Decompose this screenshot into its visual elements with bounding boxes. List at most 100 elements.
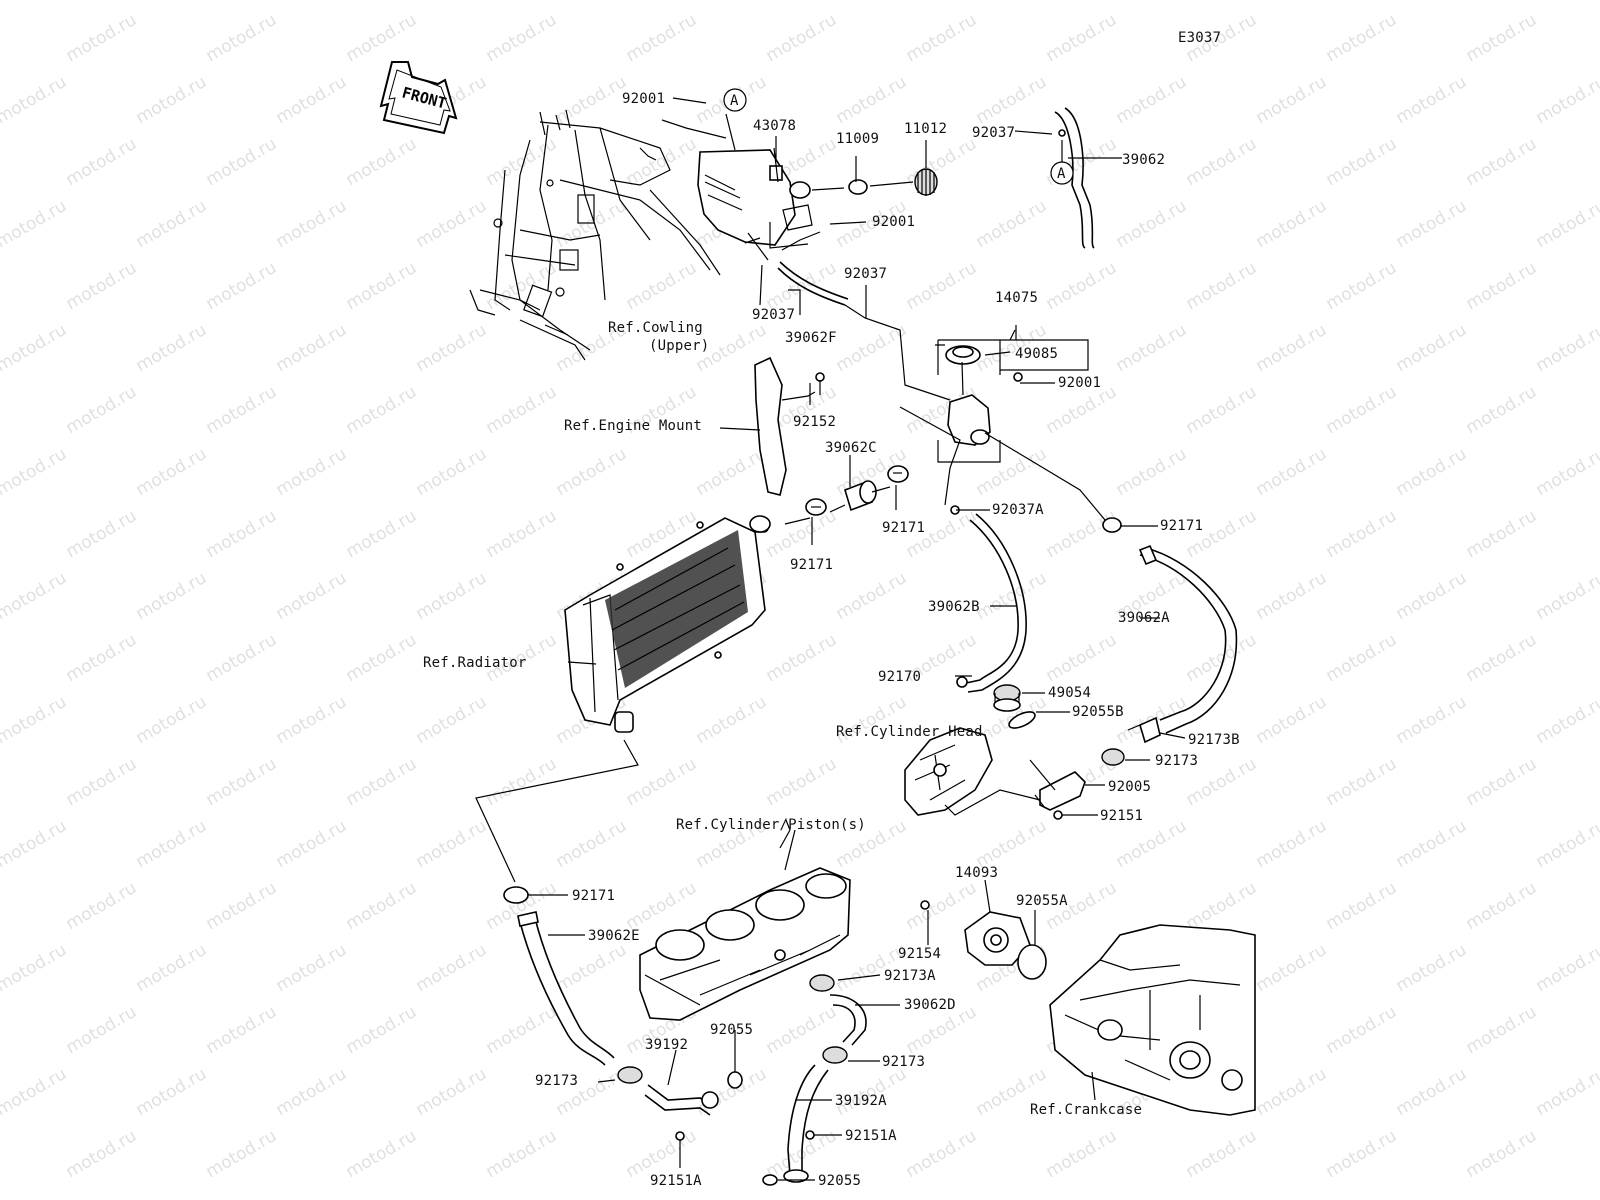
watermark-text: motod.ru — [833, 320, 911, 376]
watermark-text: motod.ru — [833, 568, 911, 624]
watermark-text: motod.ru — [1183, 1126, 1261, 1182]
watermark-text: motod.ru — [0, 444, 70, 500]
label-92001-c: 92001 — [1058, 375, 1101, 391]
watermark-text: motod.ru — [1043, 630, 1121, 686]
watermark-text: motod.ru — [343, 10, 421, 66]
watermark-text: motod.ru — [1253, 816, 1331, 872]
label-39062f: 39062F — [785, 330, 837, 346]
ref-cylinder-head: Ref.Cylinder Head — [836, 724, 983, 740]
label-92037-b: 92037 — [752, 307, 795, 323]
watermark-text: motod.ru — [1533, 568, 1600, 624]
watermark-text: motod.ru — [0, 568, 70, 624]
label-92037: 92037 — [972, 125, 1015, 141]
reservoir-tank — [697, 149, 813, 246]
label-92173-a: 92173 — [1155, 753, 1198, 769]
watermark-text: motod.ru — [343, 878, 421, 934]
watermark-text: motod.ru — [133, 196, 211, 252]
pipe-39192 — [644, 1049, 719, 1116]
watermark-text: motod.ru — [1463, 134, 1541, 190]
watermark-text: motod.ru — [1323, 630, 1401, 686]
hose-39062d — [829, 994, 867, 1046]
watermark-text: motod.ru — [0, 816, 70, 872]
watermark-text: motod.ru — [903, 134, 981, 190]
watermark-text: motod.ru — [1533, 692, 1600, 748]
hose-39062b — [950, 505, 1027, 693]
label-92170: 92170 — [878, 669, 921, 685]
label-39062: 39062 — [1122, 152, 1165, 168]
watermark-text: motod.ru — [133, 444, 211, 500]
label-92055-d: 92055 — [818, 1173, 861, 1189]
watermark-text: motod.ru — [1113, 444, 1191, 500]
cylinder-block — [639, 819, 851, 1021]
water-pump-14093 — [920, 900, 1031, 966]
watermark-text: motod.ru — [693, 692, 771, 748]
watermark-text: motod.ru — [1393, 1064, 1471, 1120]
label-43078: 43078 — [753, 118, 796, 134]
watermark-text: motod.ru — [413, 196, 491, 252]
cover-92005 — [1029, 759, 1086, 811]
watermark-text: motod.ru — [0, 196, 70, 252]
watermark-text: motod.ru — [1463, 258, 1541, 314]
watermark-text: motod.ru — [63, 1126, 141, 1182]
watermark-text: motod.ru — [273, 940, 351, 996]
watermark-text: motod.ru — [0, 72, 70, 128]
watermark-text: motod.ru — [203, 134, 281, 190]
clamp-92173-a — [1101, 748, 1125, 766]
watermark-text: motod.ru — [973, 72, 1051, 128]
label-92171-b: 92171 — [790, 557, 833, 573]
watermark-text: motod.ru — [413, 940, 491, 996]
watermark-text: motod.ru — [63, 506, 141, 562]
radiator — [564, 515, 771, 733]
watermark-text: motod.ru — [1183, 134, 1261, 190]
watermark-text: motod.ru — [1323, 878, 1401, 934]
watermark-text: motod.ru — [1183, 258, 1261, 314]
cylinder-head — [904, 727, 1041, 816]
watermark-text: motod.ru — [1323, 258, 1401, 314]
watermark-text: motod.ru — [1533, 320, 1600, 376]
hose-39062c — [784, 480, 891, 525]
bolt-92151a-2 — [805, 1130, 815, 1140]
watermark-text: motod.ru — [903, 258, 981, 314]
label-39062b: 39062B — [928, 599, 980, 615]
label-11012: 11012 — [904, 121, 947, 137]
watermark-text: motod.ru — [1463, 878, 1541, 934]
radiator-return-line — [475, 739, 639, 883]
watermark-text: motod.ru — [1043, 1126, 1121, 1182]
watermark-text: motod.ru — [1183, 878, 1261, 934]
label-92171-a: 92171 — [882, 520, 925, 536]
diagram-code: E3037 — [1178, 30, 1221, 46]
watermark-text: motod.ru — [1323, 1126, 1401, 1182]
watermark-text: motod.ru — [203, 382, 281, 438]
label-92005: 92005 — [1108, 779, 1151, 795]
watermark-text: motod.ru — [483, 382, 561, 438]
frame-subframe — [469, 109, 721, 361]
watermark-text: motod.ru — [203, 878, 281, 934]
watermark-text: motod.ru — [133, 692, 211, 748]
watermark-text: motod.ru — [63, 10, 141, 66]
watermark-text: motod.ru — [1323, 134, 1401, 190]
watermark-text: motod.ru — [343, 506, 421, 562]
part-11012-cap — [914, 168, 938, 196]
label-92151a-1: 92151A — [845, 1128, 897, 1144]
ref-crankcase: Ref.Crankcase — [1030, 1102, 1142, 1118]
hose-39062f — [777, 261, 951, 401]
label-39062a: 39062A — [1118, 610, 1170, 626]
watermark-text: motod.ru — [1253, 940, 1331, 996]
watermark-text: motod.ru — [273, 320, 351, 376]
watermark-text: motod.ru — [1253, 320, 1331, 376]
bolt-92151a-1 — [675, 1131, 685, 1141]
watermark-text: motod.ru — [1323, 1002, 1401, 1058]
label-92055-c: 92055 — [710, 1022, 753, 1038]
part-11009-gasket — [848, 179, 868, 195]
clamp-92171-3 — [1102, 517, 1122, 533]
watermark-text: motod.ru — [343, 382, 421, 438]
watermark-text: motod.ru — [1253, 692, 1331, 748]
label-92055a: 92055A — [1016, 893, 1068, 909]
clamp-92173-b — [617, 1066, 643, 1084]
watermark-text: motod.ru — [1323, 506, 1401, 562]
label-92001: 92001 — [622, 91, 665, 107]
watermark-text: motod.ru — [1463, 630, 1541, 686]
watermark-text: motod.ru — [1043, 10, 1121, 66]
watermark-text: motod.ru — [413, 816, 491, 872]
